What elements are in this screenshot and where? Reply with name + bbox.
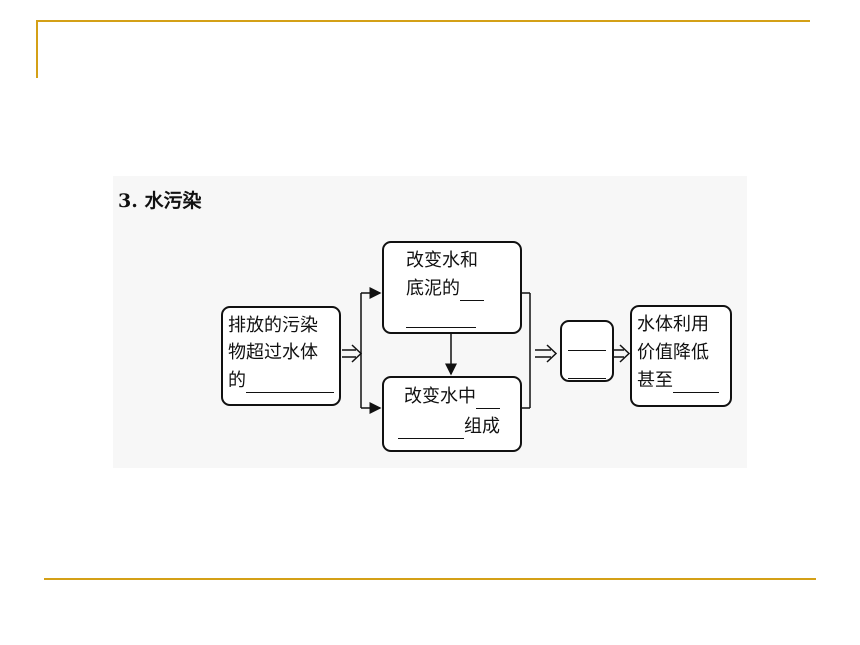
box-water-composition: 改变水中 组成 [382,376,522,452]
fill-blank-middle-1 [568,332,606,351]
fill-blank-middle-2 [568,360,606,379]
fill-blank-result [673,374,719,393]
box-top-line2: 底泥的 [406,278,460,299]
box-bottom-line1: 改变水中 [404,386,476,407]
box-water-sediment: 改变水和 底泥的 [382,241,522,334]
box-bottom-line2: 组成 [464,416,500,437]
figure-heading: 3. 水污染 [118,190,202,212]
box-source-line3: 的 [228,370,246,391]
fill-blank-source [246,374,334,393]
box-top-line1: 改变水和 [406,250,478,271]
double-arrow-source [342,344,363,363]
fill-blank-bottom-2 [398,420,464,439]
box-result-line1: 水体利用 [637,314,709,335]
top-rule [36,20,810,22]
box-result-line2: 价值降低 [637,342,709,363]
left-accent-rule [36,20,38,78]
box-water-use-value: 水体利用 价值降低 甚至 [630,305,732,407]
fill-blank-top-1 [460,282,484,301]
box-source-line1: 排放的污染 [228,315,318,336]
box-pollutant-discharge: 排放的污染 物超过水体 的 [221,306,341,406]
bottom-rule [44,578,816,580]
box-result-line3: 甚至 [637,370,673,391]
double-arrow-merge [535,344,558,363]
fill-blank-top-2 [406,309,476,328]
box-source-line2: 物超过水体 [228,342,318,363]
double-arrow-result [614,344,631,363]
fill-blank-bottom-1 [476,390,500,409]
box-blank [560,320,614,382]
